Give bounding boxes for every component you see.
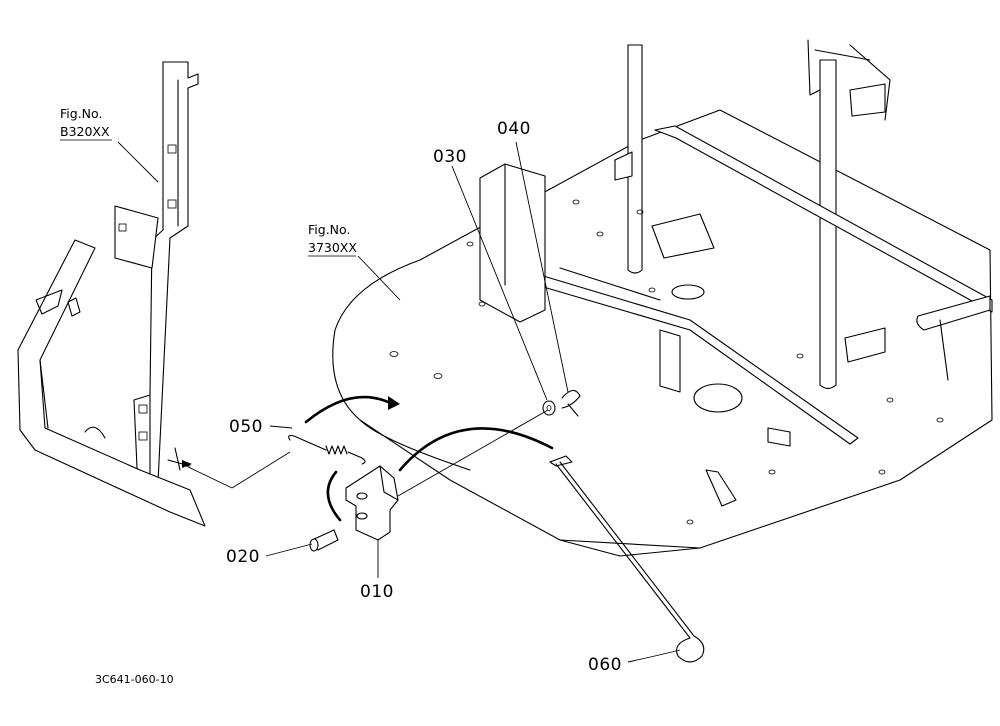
leader-lines — [117, 141, 681, 663]
part-010-latch-plate — [345, 465, 399, 541]
part-060-rod — [549, 455, 705, 663]
assembly-arrows — [181, 395, 554, 522]
part-label-050: 050 — [229, 417, 263, 437]
part-label-040: 040 — [497, 119, 531, 139]
part-030-washer — [542, 400, 556, 416]
part-050-spring — [288, 434, 366, 465]
part-label-020: 020 — [226, 547, 260, 567]
part-label-060: 060 — [588, 655, 622, 675]
fig-ref-3730xx-line1: Fig.No. — [308, 222, 350, 237]
left-frame-bracket — [17, 61, 206, 527]
part-040-cotter-pin — [561, 389, 581, 417]
part-label-010: 010 — [360, 582, 394, 602]
part-label-030: 030 — [433, 147, 467, 167]
fig-ref-3730xx-line2: 3730XX — [308, 240, 357, 255]
drawing-code: 3C641-060-10 — [95, 673, 174, 686]
fig-ref-b320xx-line2: B320XX — [60, 124, 110, 139]
part-020-pin — [309, 529, 339, 552]
fig-ref-b320xx-line1: Fig.No. — [60, 106, 102, 121]
platform-floor-plate — [332, 39, 993, 557]
